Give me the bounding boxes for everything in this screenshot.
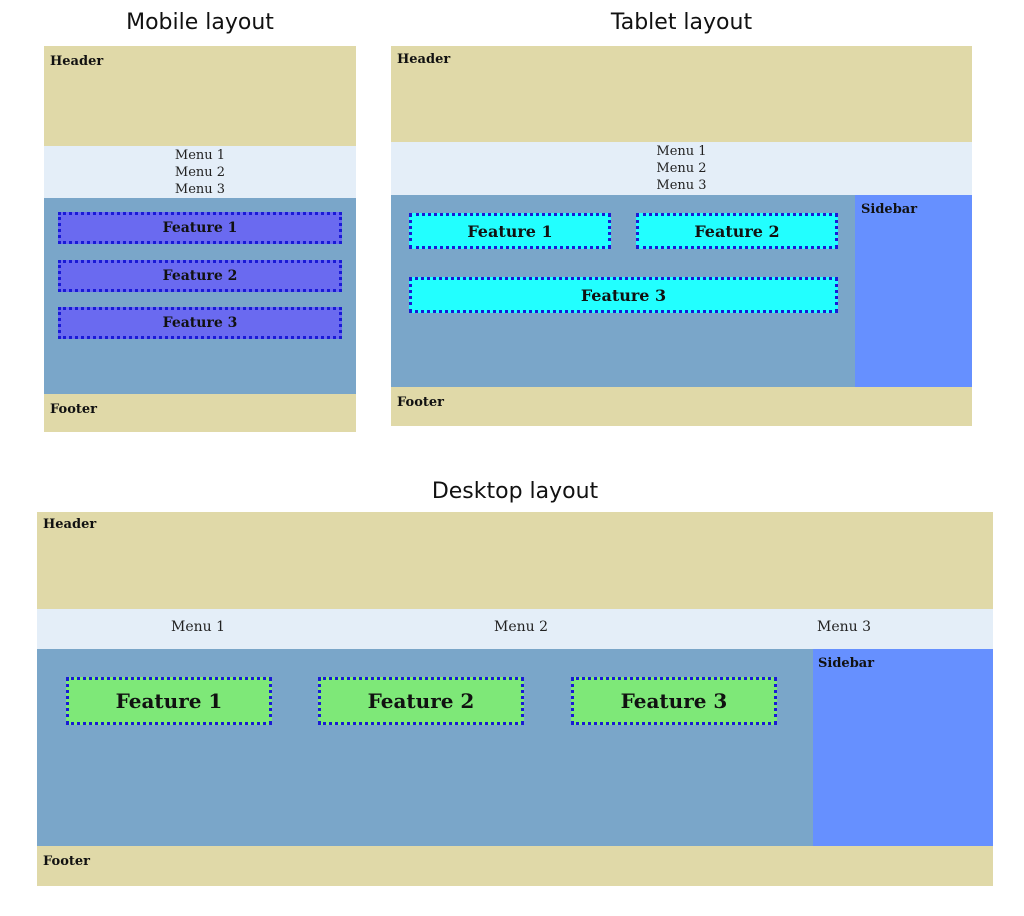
tablet-feature-1: Feature 1	[409, 213, 611, 249]
tablet-menu: Menu 1 Menu 2 Menu 3	[391, 142, 972, 195]
tablet-footer: Footer	[391, 387, 972, 426]
mobile-feature-2: Feature 2	[58, 260, 342, 292]
desktop-sidebar-label: Sidebar	[818, 656, 875, 671]
desktop-footer-label: Footer	[43, 854, 90, 869]
tablet-feature-3: Feature 3	[409, 277, 838, 313]
desktop-feature-2: Feature 2	[318, 677, 524, 725]
mobile-layout-frame: Header Menu 1 Menu 2 Menu 3 Feature 1 Fe…	[44, 46, 356, 432]
mobile-menu: Menu 1 Menu 2 Menu 3	[44, 146, 356, 198]
mobile-footer-label: Footer	[50, 402, 97, 417]
tablet-layout-frame: Header Menu 1 Menu 2 Menu 3 Feature 1 Fe…	[391, 46, 972, 426]
tablet-feature-2: Feature 2	[636, 213, 838, 249]
mobile-layout-caption: Mobile layout	[126, 10, 274, 35]
tablet-menu-item-1[interactable]: Menu 1	[656, 144, 707, 159]
desktop-header: Header	[37, 512, 993, 609]
mobile-menu-item-3[interactable]: Menu 3	[174, 182, 226, 197]
desktop-header-label: Header	[43, 517, 97, 532]
desktop-main: Feature 1 Feature 2 Feature 3	[37, 649, 813, 846]
tablet-main: Feature 1 Feature 2 Feature 3	[391, 195, 855, 387]
desktop-menu: Menu 1 Menu 2 Menu 3	[37, 609, 993, 649]
desktop-footer: Footer	[37, 846, 993, 886]
tablet-header-label: Header	[397, 52, 451, 67]
tablet-layout-caption: Tablet layout	[610, 10, 753, 35]
mobile-header-label: Header	[50, 54, 104, 69]
mobile-header: Header	[44, 46, 356, 146]
mobile-footer: Footer	[44, 394, 356, 432]
desktop-menu-item-2[interactable]: Menu 2	[493, 619, 548, 635]
tablet-footer-label: Footer	[397, 395, 444, 410]
tablet-menu-item-3[interactable]: Menu 3	[656, 178, 707, 193]
desktop-feature-3: Feature 3	[571, 677, 777, 725]
desktop-feature-1: Feature 1	[66, 677, 272, 725]
mobile-menu-item-2[interactable]: Menu 2	[174, 165, 226, 180]
desktop-menu-item-3[interactable]: Menu 3	[816, 619, 871, 635]
mobile-feature-1: Feature 1	[58, 212, 342, 244]
tablet-menu-item-2[interactable]: Menu 2	[656, 161, 707, 176]
mobile-main: Feature 1 Feature 2 Feature 3	[44, 198, 356, 394]
desktop-sidebar: Sidebar	[813, 649, 993, 846]
desktop-layout-frame: Header Menu 1 Menu 2 Menu 3 Feature 1 Fe…	[37, 512, 993, 886]
tablet-sidebar: Sidebar	[855, 195, 972, 387]
tablet-header: Header	[391, 46, 972, 142]
tablet-sidebar-label: Sidebar	[861, 202, 918, 217]
mobile-feature-3: Feature 3	[58, 307, 342, 339]
desktop-layout-caption: Desktop layout	[431, 479, 599, 504]
desktop-menu-item-1[interactable]: Menu 1	[170, 619, 225, 635]
mobile-menu-item-1[interactable]: Menu 1	[174, 148, 226, 163]
